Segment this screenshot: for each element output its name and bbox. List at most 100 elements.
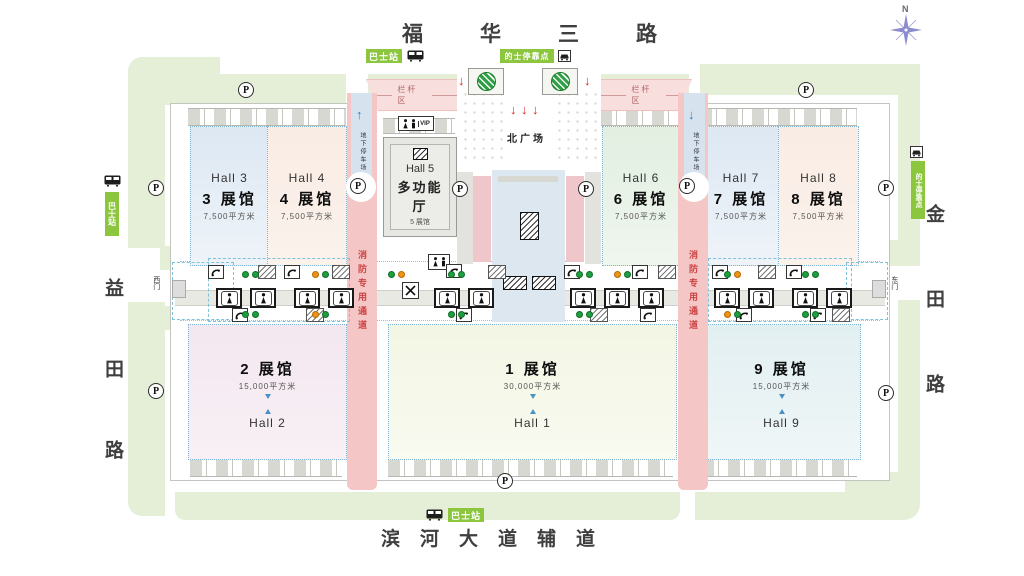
gate-number-dot bbox=[322, 271, 329, 278]
gate-number-dot bbox=[812, 311, 819, 318]
gate-number-dot bbox=[322, 311, 329, 318]
gate-number-dot bbox=[448, 271, 455, 278]
bus-stop-label-west: 巴士站 bbox=[105, 192, 119, 236]
gate-number-dot bbox=[586, 311, 593, 318]
loading-docks bbox=[600, 108, 678, 126]
fire-lane-label: 消防专用通道 bbox=[688, 250, 698, 334]
fire-lane-label: 消防专用通道 bbox=[357, 250, 367, 334]
hall-2-area: 15,000平方米 bbox=[238, 381, 297, 391]
hall-7: Hall 7 7 展馆 7,500平方米 bbox=[702, 126, 780, 266]
hall-9-name-cn: 9 展馆 bbox=[754, 360, 809, 378]
gate-number-dot bbox=[624, 271, 631, 278]
plaza-paving bbox=[555, 90, 597, 164]
ramp-arrow-icon: ↑ bbox=[356, 107, 363, 122]
bus-icon bbox=[104, 175, 121, 187]
phone-icon bbox=[640, 308, 656, 322]
gate-door-icon bbox=[216, 288, 242, 308]
restroom-vip-icon: VIP bbox=[398, 116, 434, 131]
parking-ramp-right bbox=[684, 93, 705, 193]
sidewalk bbox=[700, 64, 858, 95]
gate-number-dot bbox=[252, 311, 259, 318]
parking-icon: P bbox=[148, 383, 164, 399]
gate-door-icon bbox=[792, 288, 818, 308]
escalator-icon bbox=[488, 265, 506, 279]
hall-1-name-en: Hall 1 bbox=[514, 415, 551, 430]
underground-parking-label: 地下停车场 bbox=[359, 132, 365, 172]
hall-7-area: 7,500平方米 bbox=[714, 211, 768, 221]
hall-5: Hall 5 多功能厅 5 展馆 bbox=[383, 137, 457, 237]
hall-5-name-en: Hall 5 bbox=[405, 162, 435, 175]
west-gate-label: 西门 bbox=[152, 276, 160, 290]
plaza-entrance-left bbox=[468, 68, 504, 95]
hall-8-name-cn: 8 展馆 bbox=[791, 190, 846, 208]
hall-8: Hall 8 8 展馆 7,500平方米 bbox=[778, 126, 859, 266]
parking-icon: P bbox=[578, 181, 594, 197]
railing-zone-label: 栏杆区 bbox=[601, 84, 691, 106]
gate-number-dot bbox=[458, 271, 465, 278]
gate-door-icon bbox=[604, 288, 630, 308]
plaza-paving bbox=[461, 90, 503, 164]
parking-icon: P bbox=[878, 385, 894, 401]
north-plaza-label: 北广场 bbox=[507, 134, 546, 145]
phone-icon bbox=[208, 265, 224, 279]
escalator-icon bbox=[832, 308, 850, 322]
parking-icon: P bbox=[798, 82, 814, 98]
hall-5-sub-label: 5 展馆 bbox=[410, 218, 430, 226]
gate-number-dot bbox=[614, 271, 621, 278]
hall-3-name-cn: 3 展馆 bbox=[202, 190, 257, 208]
gate-number-dot bbox=[812, 271, 819, 278]
facility-mark bbox=[264, 406, 271, 414]
sidewalk bbox=[695, 492, 855, 520]
escalator-icon bbox=[332, 265, 350, 279]
gate-number-dot bbox=[252, 271, 259, 278]
compass-icon bbox=[890, 14, 922, 46]
sidewalk bbox=[128, 57, 220, 105]
hall-2: 2 展馆 15,000平方米 Hall 2 bbox=[188, 324, 347, 460]
escalator-entry-icon bbox=[550, 72, 570, 91]
compass-north-label: N bbox=[902, 4, 909, 14]
gate-door-icon bbox=[294, 288, 320, 308]
gate-number-dot bbox=[458, 311, 465, 318]
entry-arrow-icon: ↓ bbox=[521, 102, 528, 117]
phone-icon bbox=[284, 265, 300, 279]
facility-mark bbox=[778, 406, 785, 414]
gate-number-dot bbox=[388, 271, 395, 278]
parking-icon: P bbox=[238, 82, 254, 98]
road-label-west: 益田路 bbox=[102, 278, 123, 521]
parking-ramp-left bbox=[351, 93, 372, 193]
railing-zone-left: 栏杆区 bbox=[366, 79, 458, 111]
road-label-east: 金田路 bbox=[923, 204, 944, 459]
hall-4-area: 7,500平方米 bbox=[280, 211, 334, 221]
vip-label: VIP bbox=[418, 120, 430, 127]
facility-mark bbox=[529, 406, 536, 414]
facility-mark bbox=[529, 393, 536, 402]
gate-number-dot bbox=[802, 311, 809, 318]
parking-icon: P bbox=[878, 180, 894, 196]
gate-door-icon bbox=[468, 288, 494, 308]
gate-number-dot bbox=[242, 311, 249, 318]
facility-mark bbox=[778, 393, 785, 402]
restroom-icon bbox=[428, 254, 450, 270]
hall-6-name-en: Hall 6 bbox=[622, 170, 660, 185]
escalator-icon bbox=[258, 265, 276, 279]
road-label-north: 福华三路 bbox=[402, 23, 714, 46]
sidewalk bbox=[898, 64, 920, 254]
escalator-icon bbox=[590, 308, 608, 322]
entry-arrow-icon: ↓ bbox=[532, 102, 539, 117]
hall-9-area: 15,000平方米 bbox=[752, 381, 811, 391]
taxi-icon bbox=[910, 146, 923, 158]
railing-zone-label: 栏杆区 bbox=[367, 84, 457, 106]
road-label-south: 滨河大道辅道 bbox=[381, 529, 616, 550]
lobby-structure bbox=[498, 176, 558, 182]
escalator-icon bbox=[758, 265, 776, 279]
hall-3-name-en: Hall 3 bbox=[211, 170, 248, 185]
gate-number-dot bbox=[724, 311, 731, 318]
hall-2-name-en: Hall 2 bbox=[249, 415, 286, 430]
hall-2-name-cn: 2 展馆 bbox=[240, 360, 295, 378]
taxi-icon bbox=[558, 50, 571, 62]
bus-icon bbox=[407, 50, 424, 62]
hall-1-area: 30,000平方米 bbox=[503, 381, 562, 391]
gate-number-dot bbox=[312, 311, 319, 318]
hall-8-area: 7,500平方米 bbox=[792, 211, 845, 221]
